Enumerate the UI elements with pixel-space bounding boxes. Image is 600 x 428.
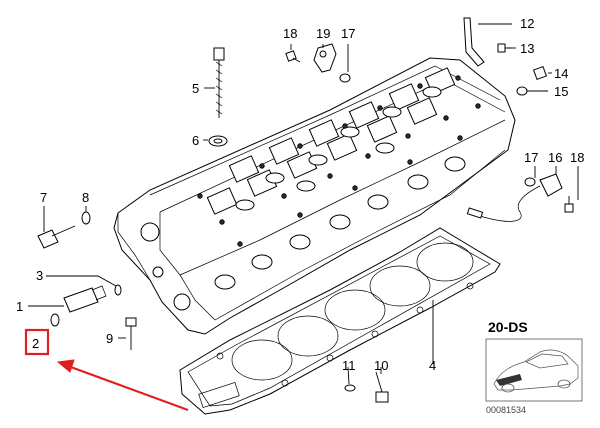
head-bolts-top xyxy=(197,75,481,247)
part-9-bolt xyxy=(125,317,137,350)
callout-17-top: 17 xyxy=(341,26,355,41)
callout-5: 5 xyxy=(192,81,199,96)
part-15-seal-ring xyxy=(516,86,528,96)
callout-8: 8 xyxy=(82,190,89,205)
part-12-bracket xyxy=(463,17,485,67)
leader-lines xyxy=(28,23,579,385)
part-7-plug xyxy=(37,225,76,249)
callout-6: 6 xyxy=(192,133,199,148)
callout-3: 3 xyxy=(36,268,43,283)
part-8-seal xyxy=(81,211,91,225)
part-6-washer xyxy=(208,135,228,147)
callout-18-top: 18 xyxy=(283,26,297,41)
callout-16: 16 xyxy=(548,150,562,165)
part-18-bolt-right xyxy=(564,196,574,213)
part-14-plug xyxy=(532,65,548,81)
callout-2: 2 xyxy=(32,336,39,351)
callout-18-right: 18 xyxy=(570,150,584,165)
callout-12: 12 xyxy=(520,16,534,31)
vehicle-inset: 20-DS 00081534 xyxy=(485,319,583,415)
part-3-oring xyxy=(114,284,122,296)
callout-9: 9 xyxy=(106,331,113,346)
part-18-bolt-top xyxy=(285,50,301,63)
part-10-bolt xyxy=(375,371,389,403)
part-1-sensor xyxy=(63,285,107,313)
callout-19: 19 xyxy=(316,26,330,41)
inset-frame xyxy=(485,338,583,402)
valve-lifter-bores xyxy=(235,86,442,211)
part-5-head-bolt xyxy=(213,47,225,118)
inset-model-label: 20-DS xyxy=(488,319,528,335)
callout-14: 14 xyxy=(554,66,568,81)
cylinder-head xyxy=(113,57,516,335)
highlight-annotation xyxy=(24,328,189,412)
part-17-oring-right xyxy=(524,177,536,187)
callout-15: 15 xyxy=(554,84,568,99)
callout-10: 10 xyxy=(374,358,388,373)
callout-7: 7 xyxy=(40,190,47,205)
part-19-camshaft-sensor xyxy=(313,43,337,73)
highlight-box xyxy=(24,328,50,356)
highlight-arrow-shaft xyxy=(67,364,189,412)
car-icon xyxy=(493,349,579,393)
part-2-oring xyxy=(50,313,60,327)
highlight-arrow-head xyxy=(56,359,75,373)
part-16-crank-sensor xyxy=(466,173,563,222)
callout-4: 4 xyxy=(429,358,436,373)
callout-labels: 5 6 18 19 17 12 13 14 15 17 16 18 7 8 3 … xyxy=(16,16,584,373)
head-gasket xyxy=(179,227,501,415)
part-17-oring-top xyxy=(339,73,351,83)
callout-13: 13 xyxy=(520,41,534,56)
callout-11: 11 xyxy=(342,358,356,373)
diagram-number: 00081534 xyxy=(486,405,526,415)
part-11-washer xyxy=(344,384,356,392)
intake-ports xyxy=(214,156,466,290)
callout-17-right: 17 xyxy=(524,150,538,165)
callout-1: 1 xyxy=(16,299,23,314)
